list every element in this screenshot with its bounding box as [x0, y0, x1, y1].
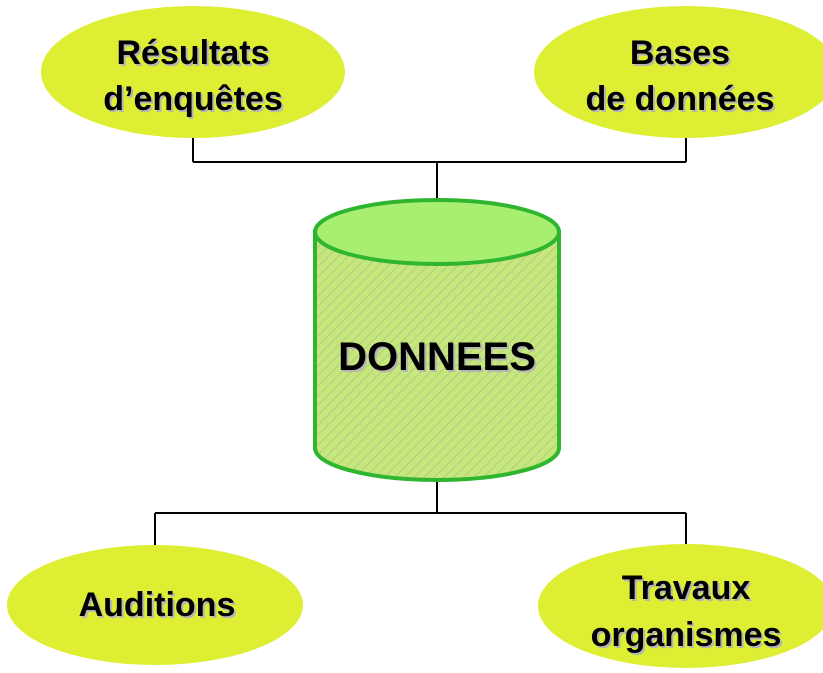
node-label-line-1-shadow: Travaux [624, 571, 753, 609]
node-label-line-2-shadow: de données [588, 82, 777, 120]
node-label-line-2: de données [586, 80, 775, 118]
node-label-line-1: Bases [630, 34, 730, 72]
node-label-line-1: Auditions [79, 586, 236, 624]
node-ellipse [534, 6, 823, 138]
node-ellipse [41, 6, 345, 138]
node-label-line-1-shadow: Auditions [81, 588, 238, 626]
bottom-connectors [154, 480, 687, 548]
source-node-organisations-work: Travaux Travaux organismes organismes [538, 544, 823, 668]
node-label-line-2: organismes [591, 616, 782, 654]
top-connectors [192, 133, 687, 200]
node-label-line-2-shadow: organismes [593, 618, 784, 656]
node-label-line-1-shadow: Bases [632, 36, 732, 74]
node-ellipse [538, 544, 823, 668]
center-label: DONNEES [338, 335, 536, 379]
node-label-line-1: Résultats [116, 34, 269, 72]
source-node-survey-results: Résultats Résultats d’enquêtes d’enquête… [41, 6, 345, 138]
node-label-line-1-shadow: Résultats [118, 36, 271, 74]
node-ellipse [7, 545, 303, 665]
node-label-line-2: d’enquêtes [103, 80, 282, 118]
data-cylinder: DONNEES DONNEES [313, 198, 561, 482]
cylinder-top [313, 198, 561, 266]
cylinder-body [313, 230, 561, 482]
node-label-line-2-shadow: d’enquêtes [105, 82, 284, 120]
source-node-databases: Bases Bases de données de données [534, 6, 823, 138]
center-label-shadow: DONNEES [340, 337, 538, 381]
source-node-auditions: Auditions Auditions [7, 545, 303, 665]
node-label-line-1: Travaux [622, 569, 751, 607]
